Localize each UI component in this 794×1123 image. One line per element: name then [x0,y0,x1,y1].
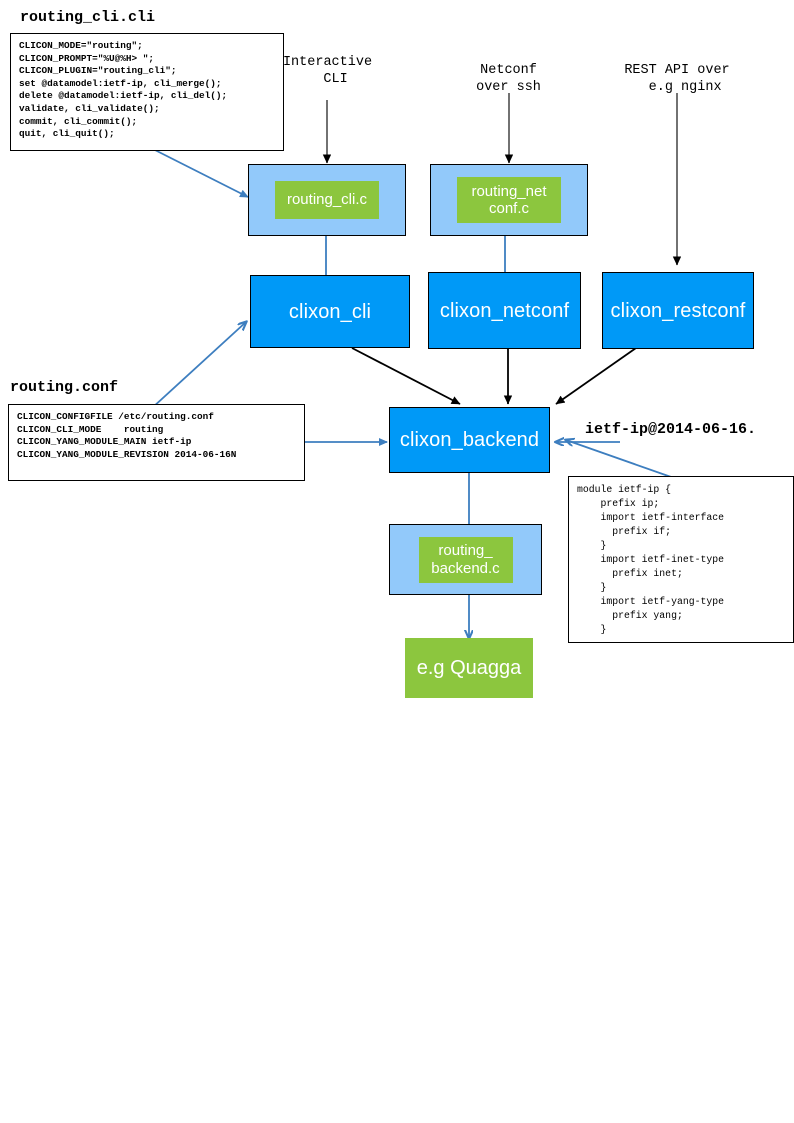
cli-spec-codebox: CLICON_MODE="routing"; CLICON_PROMPT="%U… [10,33,284,151]
conf-codebox: CLICON_CONFIGFILE /etc/routing.conf CLIC… [8,404,305,481]
plugin-chip-routing-cli-c: routing_cli.c [275,181,379,219]
process-box-clixon-cli: clixon_cli [250,275,410,348]
wire-cli-to-backend [351,347,461,405]
caption-rest-api: REST API over e.g nginx [624,63,730,95]
wire-yang-label-leader [566,440,675,479]
wire-restconf-to-backend [555,347,637,405]
wire-cli-spec-to-plugin [146,145,249,198]
plugin-chip-routing-netconf-c: routing_net conf.c [457,177,561,223]
plugin-chip-routing-backend-c: routing_ backend.c [418,536,513,583]
host-box-backend: routing_ backend.c [389,524,542,595]
process-box-clixon-restconf: clixon_restconf [602,272,754,349]
cli-spec-title: routing_cli.cli [20,9,156,26]
host-box-netconf: routing_net conf.c [430,164,588,236]
process-box-clixon-netconf: clixon_netconf [428,272,581,349]
caption-netconf-over-ssh: Netconf over ssh [476,63,541,95]
host-box-cli: routing_cli.c [248,164,406,236]
process-box-clixon-backend: clixon_backend [389,407,550,473]
yang-title: ietf-ip@2014-06-16. [585,421,757,438]
external-box-quagga: e.g Quagga [405,638,533,698]
conf-title: routing.conf [10,379,119,396]
yang-codebox: module ietf-ip { prefix ip; import ietf-… [568,476,794,643]
wire-conf-to-cli [151,322,246,409]
caption-interactive-cli: Interactive CLI [282,55,373,87]
